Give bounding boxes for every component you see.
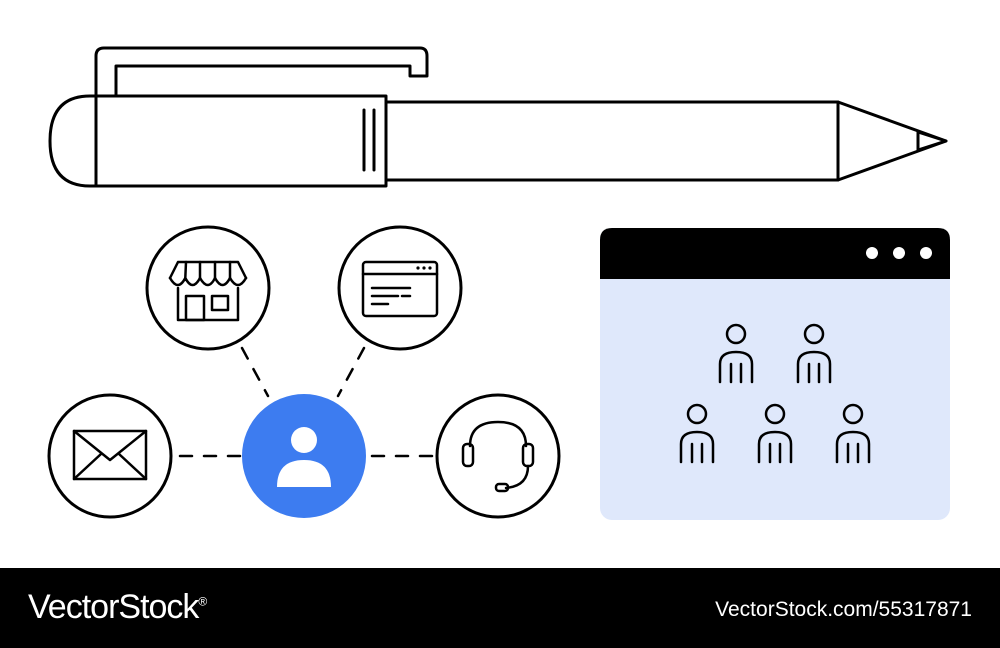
pen-cap-end (48, 94, 98, 188)
brand-logo: VectorStock® (28, 588, 207, 627)
connectors (178, 346, 438, 458)
window-dot (893, 247, 905, 259)
user-node (242, 394, 366, 518)
store-node (145, 225, 271, 351)
team-icon (679, 323, 871, 464)
person-icon (796, 323, 832, 384)
window-dot (920, 247, 932, 259)
image-id: VectorStock.com/55317871 (715, 598, 972, 621)
team-panel (600, 228, 950, 520)
illustration (47, 46, 950, 520)
watermark-footer: VectorStock® VectorStock.com/55317871 (0, 568, 1000, 648)
brand-name: VectorStock (28, 588, 199, 626)
pen-cap (94, 94, 388, 188)
mail-icon (72, 429, 148, 481)
store-icon (168, 260, 248, 322)
headset-icon (461, 420, 535, 493)
panel-title-bar (600, 228, 950, 279)
browser-node (337, 225, 463, 351)
window-dot (866, 247, 878, 259)
pen-icon (48, 46, 948, 188)
user-icon (277, 427, 331, 487)
person-icon (757, 403, 793, 464)
pen-barrel (384, 100, 840, 182)
person-icon (718, 323, 754, 384)
person-icon (679, 403, 715, 464)
brand-mark: ® (198, 594, 207, 609)
headset-node (435, 393, 561, 519)
pen-clip (94, 46, 429, 98)
browser-window-icon (361, 260, 439, 318)
pen-tip (836, 100, 948, 182)
person-icon (835, 403, 871, 464)
mail-node (47, 393, 173, 519)
